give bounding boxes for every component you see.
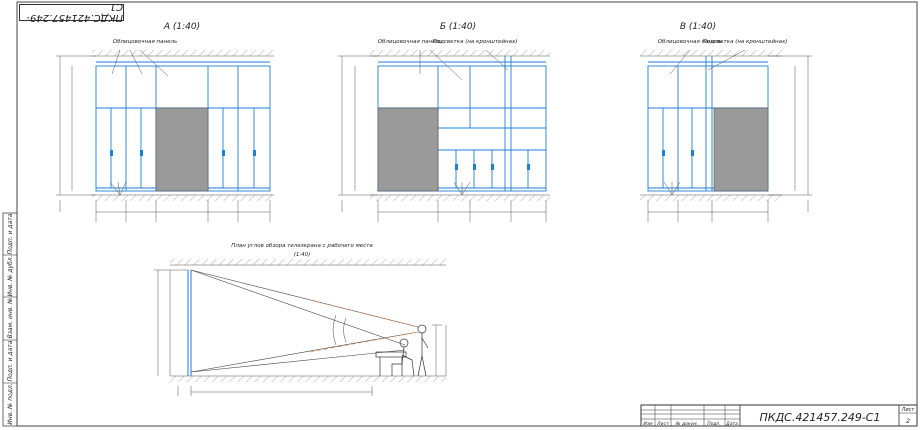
view-v-title: В (1:40) (680, 22, 716, 32)
view-b: Б (1:40) Облицовочная панель Подсветка (… (338, 22, 550, 222)
view-b-leader-label: Подсветка (на кронштейнах) (433, 39, 518, 45)
title-block-header: Подп. (707, 421, 721, 427)
view-b-leader-label: Облицовочная панель (378, 39, 443, 45)
view-a-title: А (1:40) (163, 22, 200, 32)
title-block-header: № докум. (675, 421, 698, 427)
side-stamp-cell: Инв. № подл. (7, 383, 14, 424)
side-stamp: Подп. и дата Инв. № дубл. Взам. инв. № П… (2, 212, 18, 427)
view-v: В (1:40) Облицовочная панель Подсветка (… (640, 22, 812, 222)
sheet-label: Лист (901, 407, 916, 413)
side-stamp-cell: Инв. № дубл. (7, 255, 14, 296)
title-block: Изм Лист № докум. Подп. Дата ПКДС.421457… (640, 404, 918, 427)
plan-title: План углов обзора телеэкрана с рабочего … (231, 243, 373, 249)
view-b-title: Б (1:40) (440, 22, 476, 32)
screen-a (155, 107, 209, 192)
view-v-leader-label: Облицовочная панель (658, 39, 723, 45)
title-block-header: Изм (643, 421, 653, 427)
side-stamp-cell: Подп. и дата (7, 340, 14, 381)
title-block-header: Лист (656, 421, 669, 427)
view-a-leader-label: Облицовочная панель (113, 39, 178, 45)
viewing-angle-plan: План углов обзора телеэкрана с рабочего … (154, 243, 447, 396)
side-stamp-cell: Подп. и дата (7, 213, 14, 254)
title-block-header: Дата (725, 421, 738, 427)
sheet-number: 2 (906, 418, 910, 425)
screen-v (713, 107, 769, 192)
view-a: А (1:40) Облицовочная панель (56, 22, 274, 222)
view-v-leader-label: Подсветка (на кронштейнах) (703, 39, 788, 45)
side-stamp-cell: Взам. инв. № (7, 298, 14, 339)
plan-subtitle: (1:40) (294, 252, 311, 258)
document-designation: ПКДС.421457.249-С1 (760, 411, 881, 424)
operator-workstation (375, 324, 429, 377)
screen-b (377, 107, 439, 192)
